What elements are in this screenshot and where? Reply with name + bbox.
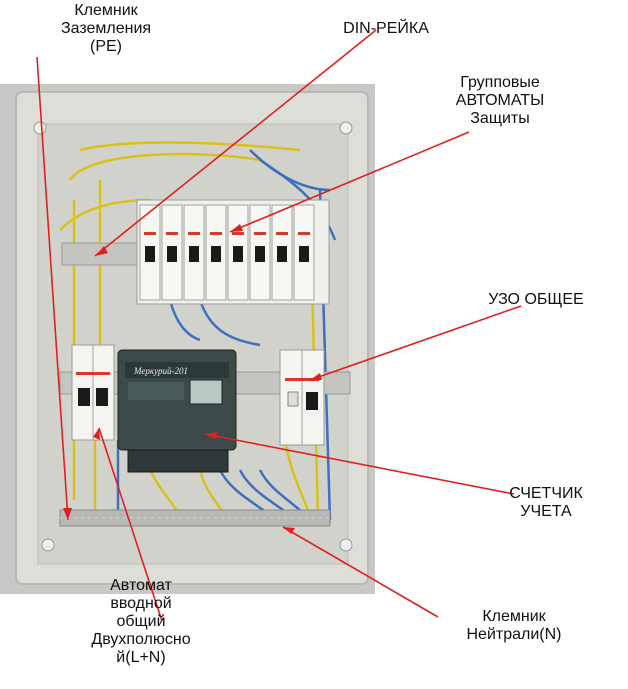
arrow-din-rail <box>94 29 377 257</box>
label-neutral-terminal: Клемник Нейтрали(N) <box>466 608 562 643</box>
screw <box>339 121 353 135</box>
screw <box>339 538 353 552</box>
electricity-meter <box>117 349 237 473</box>
arrow-ground-terminal <box>36 56 69 521</box>
arrow-meter <box>204 433 515 495</box>
breaker-levers <box>145 246 309 262</box>
enclosure-inner <box>37 123 349 565</box>
breaker-red-marks <box>144 232 310 235</box>
main-breaker <box>71 344 115 441</box>
arrow-main-breaker <box>98 427 163 622</box>
label-din-rail: DIN-РЕЙКА <box>343 20 429 37</box>
arrow-neutral-terminal <box>282 526 439 618</box>
terminal-bus <box>59 509 331 527</box>
label-main-breaker: Автомат вводной общий Двухполюсно й(L+N) <box>91 577 191 666</box>
arrow-group-breakers <box>229 131 470 233</box>
arrow-heads <box>63 224 322 534</box>
meter-brand: Меркурий-201 <box>133 366 188 376</box>
pointer-arrows <box>36 29 522 622</box>
screw <box>41 538 55 552</box>
label-group-breakers: Групповые АВТОМАТЫ Защиты <box>455 74 545 127</box>
label-ground-terminal: Клемник Заземления (PE) <box>60 2 152 55</box>
rcd-device <box>279 349 325 446</box>
screw <box>33 121 47 135</box>
wiring <box>59 141 337 521</box>
breaker-row <box>139 204 315 301</box>
group-breakers <box>136 199 330 305</box>
label-meter: СЧЕТЧИК УЧЕТА <box>509 485 583 520</box>
label-rcd-main: УЗО ОБЩЕЕ <box>488 291 584 308</box>
arrow-rcd <box>309 305 522 381</box>
